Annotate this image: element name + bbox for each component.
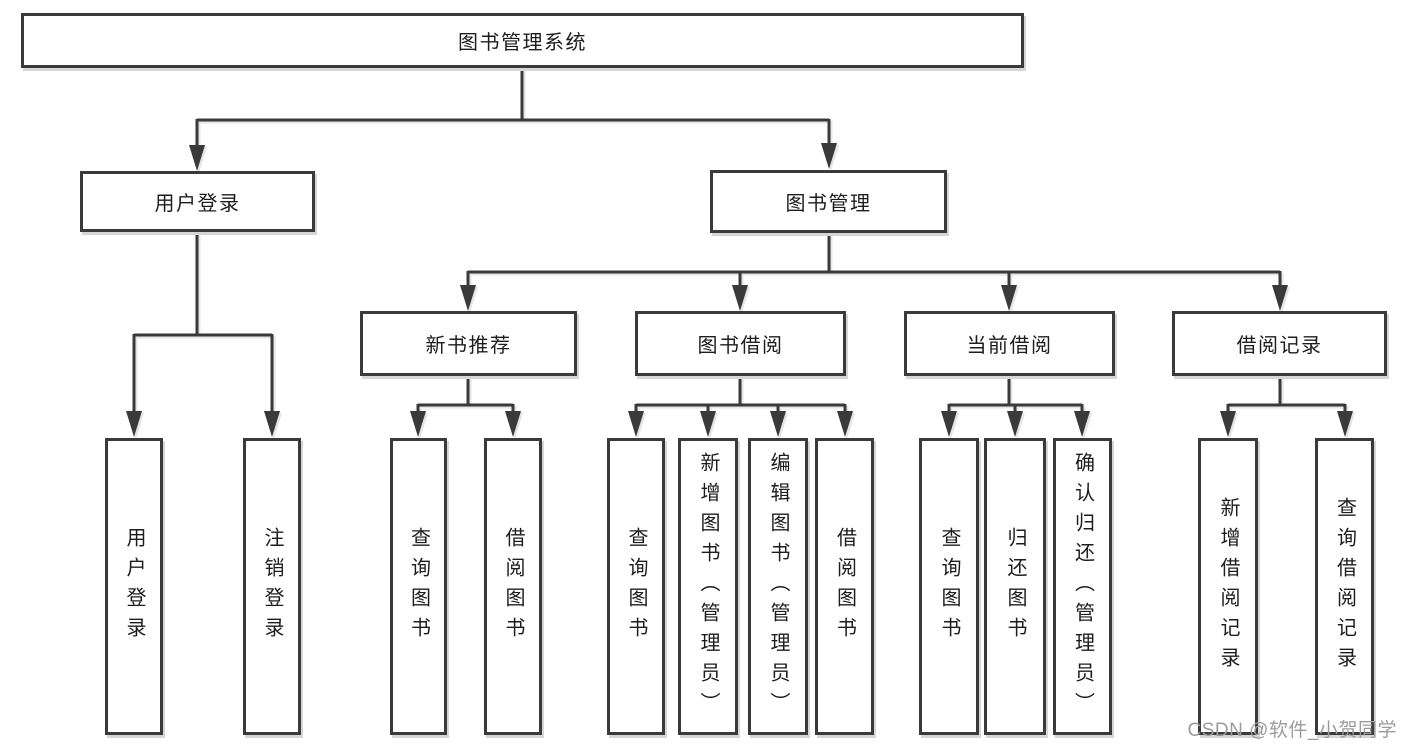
leaf-user-login-label: 用户登录: [123, 526, 145, 647]
node-book-borrow-label: 图书借阅: [697, 335, 784, 357]
node-book-management: 图书管理: [710, 170, 947, 233]
arrow-icon: [941, 411, 957, 437]
arrow-icon: [264, 411, 280, 437]
leaf-borrow-books-1-label: 借阅图书: [502, 526, 524, 647]
node-new-book-recommend: 新书推荐: [360, 311, 577, 376]
node-book-borrow: 图书借阅: [635, 311, 846, 376]
arrow-icon: [1220, 411, 1236, 437]
node-current-borrow-label: 当前借阅: [966, 335, 1053, 357]
arrow-icon: [1074, 411, 1090, 437]
leaf-logout: 注销登录: [243, 438, 301, 735]
arrow-icon: [1337, 411, 1353, 437]
leaf-query-books-1: 查询图书: [390, 438, 447, 735]
leaf-query-borrow-record-label: 查询借阅记录: [1333, 496, 1356, 677]
node-user-login-label: 用户登录: [154, 193, 241, 215]
node-current-borrow: 当前借阅: [904, 311, 1115, 376]
arrow-icon: [821, 143, 837, 169]
leaf-query-books-3-label: 查询图书: [938, 526, 960, 647]
leaf-borrow-books-2: 借阅图书: [815, 438, 874, 735]
connector-paths: [132, 68, 1347, 414]
leaf-query-borrow-record: 查询借阅记录: [1315, 438, 1374, 735]
leaf-add-borrow-record-label: 新增借阅记录: [1217, 496, 1239, 677]
leaf-edit-books-admin: 编辑图书（管理员）: [748, 438, 808, 735]
leaf-confirm-return-admin-label: 确认归还（管理员）: [1071, 451, 1094, 722]
arrow-icon: [460, 285, 476, 311]
arrow-icon: [1007, 411, 1023, 437]
arrow-icon: [732, 285, 748, 311]
arrow-icon: [700, 411, 716, 437]
leaf-logout-label: 注销登录: [261, 526, 283, 647]
arrow-icon: [837, 411, 853, 437]
leaf-return-books-label: 归还图书: [1004, 526, 1026, 647]
node-root-label: 图书管理系统: [458, 32, 587, 54]
node-new-book-recommend-label: 新书推荐: [425, 335, 512, 357]
arrow-icon: [1272, 285, 1288, 311]
arrow-icon: [628, 411, 644, 437]
node-borrow-records-label: 借阅记录: [1236, 335, 1323, 357]
leaf-return-books: 归还图书: [984, 438, 1046, 735]
csdn-watermark: CSDN @软件_小贺同学: [1187, 720, 1397, 741]
arrow-icon: [505, 411, 521, 437]
leaf-add-books-admin: 新增图书（管理员）: [678, 438, 738, 735]
leaf-query-books-1-label: 查询图书: [407, 526, 430, 647]
leaf-borrow-books-1: 借阅图书: [484, 438, 542, 735]
arrow-icon: [1001, 285, 1017, 311]
node-root: 图书管理系统: [21, 13, 1024, 68]
leaf-add-borrow-record: 新增借阅记录: [1198, 438, 1258, 735]
node-user-login: 用户登录: [80, 171, 315, 232]
leaf-confirm-return-admin: 确认归还（管理员）: [1053, 438, 1112, 735]
leaf-query-books-2-label: 查询图书: [625, 526, 647, 647]
node-borrow-records: 借阅记录: [1172, 311, 1387, 376]
leaf-query-books-3: 查询图书: [919, 438, 979, 735]
arrow-icon: [770, 411, 786, 437]
arrow-icon: [126, 411, 142, 437]
arrow-icon: [189, 145, 205, 171]
node-book-management-label: 图书管理: [785, 193, 872, 215]
arrowheads: [126, 143, 1353, 437]
leaf-user-login: 用户登录: [105, 438, 163, 735]
leaf-query-books-2: 查询图书: [607, 438, 665, 735]
leaf-edit-books-admin-label: 编辑图书（管理员）: [767, 451, 789, 722]
arrow-icon: [410, 411, 426, 437]
leaf-borrow-books-2-label: 借阅图书: [833, 526, 856, 647]
leaf-add-books-admin-label: 新增图书（管理员）: [697, 451, 719, 722]
